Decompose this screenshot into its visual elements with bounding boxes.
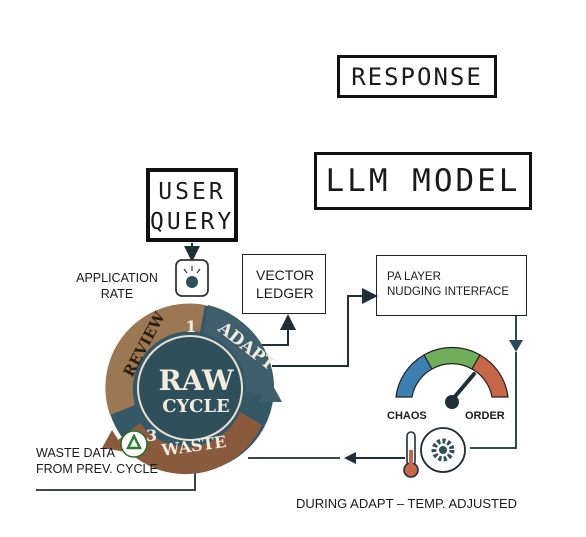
raw-cycle-wheel	[102, 303, 282, 475]
application-rate-icon	[175, 259, 209, 297]
during-adapt-label: DURING ADAPT – TEMP. ADJUSTED	[296, 496, 518, 511]
cycle-center	[137, 335, 243, 441]
pa-layer-line-1: PA LAYER	[387, 271, 441, 283]
cycle-arrowhead-waste	[102, 430, 126, 452]
connector-cycle-to-ledger	[262, 314, 296, 346]
step-3-label: 3	[146, 426, 157, 445]
chaos-order-gauge	[395, 346, 509, 409]
connector-pa-to-thermo	[470, 352, 517, 449]
step-1-label: 1	[185, 317, 196, 336]
connector-cycle-to-pa	[272, 288, 378, 367]
gauge-hub	[445, 395, 459, 409]
thermometer-icon	[403, 431, 419, 478]
llm-model-label: LLM MODEL	[325, 163, 521, 199]
gauge-needle	[450, 372, 476, 402]
gauge-middle-band	[423, 346, 481, 370]
connector-waste-feed	[36, 470, 196, 491]
pa-layer-line-2: NUDGING INTERFACE	[387, 286, 510, 298]
application-rate-line-1: APPLICATION	[76, 271, 158, 285]
waste-data-line-1: WASTE DATA	[36, 446, 115, 460]
user-query-box: USER QUERY	[146, 168, 238, 242]
gauge-chaos-band	[395, 354, 433, 398]
thermo-to-cycle-arrow	[344, 452, 356, 464]
gear-icon	[420, 427, 466, 473]
waste-data-label: WASTE DATA FROM PREV. CYCLE	[36, 445, 158, 477]
application-rate-line-2: RATE	[100, 287, 134, 301]
adapt-segment	[203, 305, 273, 395]
chaos-label: CHAOS	[387, 410, 427, 422]
pa-layer-box: PA LAYER NUDGING INTERFACE	[376, 255, 527, 316]
waste-segment	[118, 412, 262, 475]
user-query-line-2: QUERY	[150, 209, 235, 235]
cycle-center-line-2: CYCLE	[162, 396, 230, 417]
recycle-icon	[120, 430, 148, 458]
review-segment	[105, 303, 205, 415]
cycle-center-line-1: RAW	[158, 364, 234, 397]
gauge-order-band	[471, 354, 509, 398]
vector-ledger-line-1: VECTOR	[256, 267, 315, 283]
waste-data-line-2: FROM PREV. CYCLE	[36, 462, 158, 476]
llm-model-box: LLM MODEL	[314, 152, 532, 210]
response-box: RESPONSE	[337, 55, 497, 98]
pa-down-arrow	[509, 340, 523, 352]
vector-ledger-box: VECTOR LEDGER	[242, 254, 326, 314]
cycle-arrowhead-adapt	[258, 380, 282, 402]
vector-ledger-line-2: LEDGER	[256, 285, 314, 301]
user-query-line-1: USER	[158, 179, 226, 205]
response-label: RESPONSE	[351, 62, 483, 91]
application-rate-label: APPLICATION RATE	[72, 270, 162, 302]
order-label: ORDER	[465, 410, 505, 422]
